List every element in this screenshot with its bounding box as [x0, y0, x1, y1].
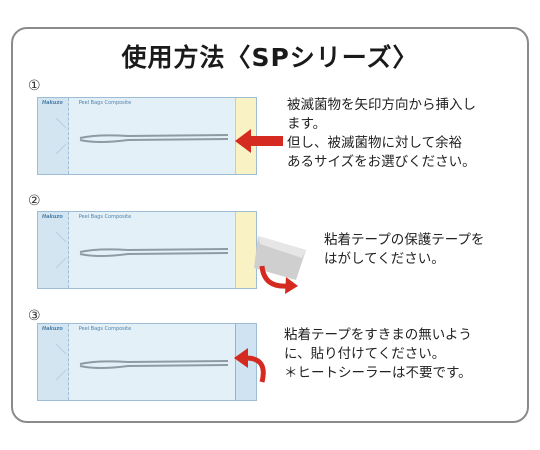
pouch-brand: Hakuzo	[42, 100, 63, 106]
pouch-footer	[42, 166, 252, 172]
step-2-line: 粘着テープの保護テープを	[324, 232, 485, 248]
pouch-product: Peel Bags Composite	[78, 214, 132, 220]
page-title: 使用方法〈SPシリーズ〉	[121, 43, 419, 72]
pouch-header: Hakuzo Peel Bags Composite	[42, 326, 252, 335]
step-3-line: ＊ヒートシーラーは不要です。	[284, 365, 472, 381]
pouch-brand: Hakuzo	[42, 214, 63, 220]
step-3-line: に、貼り付けてください。	[284, 346, 446, 362]
pouch-seal-area	[38, 212, 69, 288]
pouch-header: Hakuzo Peel Bags Composite	[42, 100, 252, 109]
step-3-number: ③	[28, 308, 41, 324]
tweezers-icon	[55, 231, 229, 269]
peel-tape-icon	[254, 236, 306, 280]
fold-arrow-icon	[234, 348, 266, 383]
step-1-text: 被滅菌物を矢印方向から挿入し ます。 但し、被滅菌物に対して余裕 あるサイズをお…	[287, 96, 476, 172]
step-3-text: 粘着テープをすきまの無いよう に、貼り付けてください。 ＊ヒートシーラーは不要で…	[284, 326, 472, 383]
step-3-pouch-image: Hakuzo Peel Bags Composite	[37, 323, 257, 401]
step-2-number: ②	[28, 193, 41, 209]
pouch-seal-area	[38, 324, 69, 400]
step-2-pouch-image: Hakuzo Peel Bags Composite	[37, 211, 257, 289]
insert-arrow-icon	[235, 129, 283, 153]
pouch-product: Peel Bags Composite	[78, 100, 132, 106]
step-2-text: 粘着テープの保護テープを はがしてください。	[324, 231, 484, 269]
pouch-footer	[42, 392, 252, 398]
step-3-line: 粘着テープをすきまの無いよう	[284, 327, 472, 343]
pouch-header: Hakuzo Peel Bags Composite	[42, 214, 252, 223]
step-1-line: ます。	[287, 116, 327, 132]
step-1-line: あるサイズをお選びください。	[287, 154, 476, 170]
adhesive-tape	[235, 212, 256, 288]
step-1-number: ①	[28, 78, 41, 94]
pouch-footer	[42, 280, 252, 286]
tweezers-icon	[55, 343, 229, 381]
pouch-brand: Hakuzo	[42, 326, 63, 332]
peel-arrow-icon	[259, 265, 298, 294]
pouch-seal-area	[38, 98, 69, 174]
step-2-line: はがしてください。	[324, 251, 445, 267]
tweezers-icon	[55, 117, 229, 155]
step-1-line: 但し、被滅菌物に対して余裕	[287, 135, 463, 151]
pouch-product: Peel Bags Composite	[78, 326, 132, 332]
step-1-line: 被滅菌物を矢印方向から挿入し	[287, 97, 476, 113]
step-1-pouch-image: Hakuzo Peel Bags Composite	[37, 97, 257, 175]
